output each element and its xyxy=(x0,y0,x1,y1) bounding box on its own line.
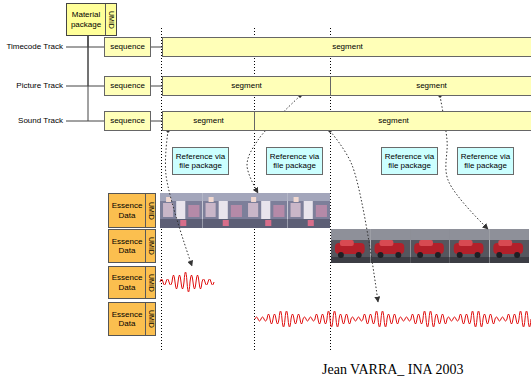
box-label: sequence xyxy=(110,81,145,90)
box-face: Essence Data UMID xyxy=(108,302,156,336)
umid-label: UMID xyxy=(108,11,115,29)
box-label: Essence Data xyxy=(112,310,143,328)
picture-frame xyxy=(331,229,371,263)
box-face: Essence Data UMID xyxy=(108,193,156,228)
picture-frame xyxy=(288,193,331,228)
essence-data-row: Essence Data UMID xyxy=(108,266,216,299)
sound-waveform xyxy=(160,272,214,292)
box-label: Reference via file package xyxy=(270,152,319,170)
box-label: Material package xyxy=(71,10,101,28)
segment-box: segment xyxy=(254,111,531,131)
box-face: Essence Data UMID xyxy=(108,229,156,263)
picture-frame xyxy=(371,229,411,263)
sequence-box: sequence xyxy=(104,76,151,96)
box-face: sequence xyxy=(104,111,151,131)
box-face: Essence Data UMID xyxy=(108,266,156,299)
track-name: Sound Track xyxy=(17,116,64,126)
box-face: sequence xyxy=(104,76,151,96)
umid-label: UMID xyxy=(148,310,155,328)
box-face: segment xyxy=(254,111,531,131)
box-face: Reference via file package xyxy=(172,147,229,175)
track-name: Timecode Track xyxy=(5,42,64,52)
segment-box: segment xyxy=(330,76,531,96)
segment-box: segment xyxy=(162,76,331,96)
box-label: Reference via file package xyxy=(461,152,510,170)
segment-box: segment xyxy=(162,37,531,57)
track-tick xyxy=(66,121,88,122)
box-face: sequence xyxy=(104,37,151,57)
author-credit: Jean VARRA_ INA 2003 xyxy=(322,362,463,378)
track-link xyxy=(88,36,104,47)
box-face: segment xyxy=(330,76,531,96)
box-label: segment xyxy=(193,116,224,125)
track-tick xyxy=(66,47,88,48)
essence-data-row: Essence Data UMID xyxy=(108,229,529,263)
essence-data-row: Essence Data UMID xyxy=(108,193,330,228)
box-label: sequence xyxy=(110,42,145,51)
picture-frame xyxy=(203,193,246,228)
track-link xyxy=(88,36,104,86)
box-label: segment xyxy=(231,81,262,90)
sequence-link xyxy=(151,47,162,48)
box-label: sequence xyxy=(110,116,145,125)
umid-label: UMID xyxy=(148,237,155,255)
box-label: segment xyxy=(332,42,363,51)
umid-label: UMID xyxy=(148,274,155,292)
box-label: Essence Data xyxy=(112,201,143,219)
picture-frame xyxy=(489,229,529,263)
box-label: Reference via file package xyxy=(176,152,225,170)
segment-box: segment xyxy=(162,111,255,131)
picture-frames xyxy=(160,193,330,228)
box-face: segment xyxy=(162,111,255,131)
sound-waveform xyxy=(255,311,531,327)
sequence-box: sequence xyxy=(104,37,151,57)
picture-frame xyxy=(410,229,450,263)
reference-box: Reference via file package xyxy=(381,147,438,175)
picture-frame xyxy=(160,193,203,228)
sequence-link xyxy=(151,121,162,122)
umid-label: UMID xyxy=(148,202,155,220)
picture-frames xyxy=(331,229,529,263)
sequence-link xyxy=(151,86,162,87)
picture-frame xyxy=(245,193,288,228)
box-label: Essence Data xyxy=(112,237,143,255)
box-face: segment xyxy=(162,76,331,96)
essence-reference xyxy=(330,131,378,302)
sequence-box: sequence xyxy=(104,111,151,131)
picture-frame xyxy=(450,229,490,263)
track-tick xyxy=(66,86,88,87)
box-face: segment xyxy=(162,37,531,57)
essence-data-row: Essence Data UMID xyxy=(108,302,529,336)
track-link xyxy=(88,36,104,121)
reference-box: Reference via file package xyxy=(457,147,514,175)
material-package-box: Material package UMID xyxy=(66,3,117,36)
box-face: Reference via file package xyxy=(266,147,323,175)
box-face: Reference via file package xyxy=(381,147,438,175)
track-ticks xyxy=(66,47,88,121)
box-label: segment xyxy=(416,81,447,90)
box-label: segment xyxy=(378,116,409,125)
box-label: Reference via file package xyxy=(385,152,434,170)
reference-box: Reference via file package xyxy=(172,147,229,175)
box-face: Reference via file package xyxy=(457,147,514,175)
box-face: Material package UMID xyxy=(66,3,117,36)
track-name: Picture Track xyxy=(15,81,64,91)
box-label: Essence Data xyxy=(112,273,143,291)
reference-box: Reference via file package xyxy=(266,147,323,175)
time-divider xyxy=(162,28,331,352)
